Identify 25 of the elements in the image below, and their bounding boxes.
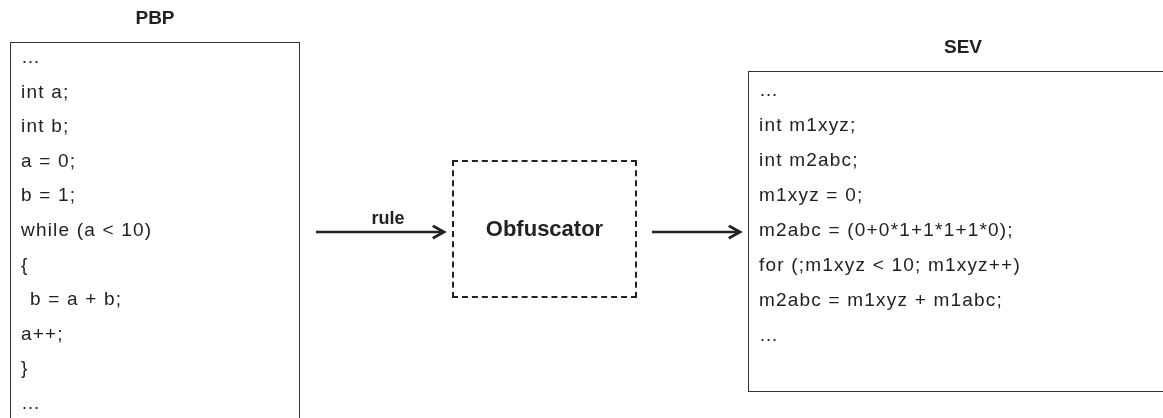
code-line: while (a < 10): [21, 218, 153, 242]
code-line: a = 0;: [21, 148, 77, 173]
code-line: m2abc = m1xyz + m1abc;: [759, 288, 1003, 312]
arrow: [316, 224, 446, 240]
code-line: b = 1;: [21, 183, 77, 208]
code-line: int m1xyz;: [759, 113, 857, 137]
code-line: m2abc = (0+0*1+1*1+1*0);: [759, 218, 1014, 242]
code-line: b = a + b;: [30, 287, 123, 312]
code-line: for (;m1xyz < 10; m1xyz++): [759, 253, 1021, 277]
code-line: int a;: [21, 79, 70, 104]
box-heading: SEV: [943, 36, 983, 58]
box-heading: PBP: [134, 7, 176, 29]
code-line: int m2abc;: [759, 148, 859, 172]
code-line: {: [21, 252, 29, 277]
process-box: [452, 160, 637, 298]
code-line: …: [759, 323, 780, 347]
code-line: …: [759, 78, 780, 102]
arrow: [652, 224, 742, 240]
code-line: …: [21, 45, 42, 69]
code-line: m1xyz = 0;: [759, 183, 864, 207]
code-line: …: [21, 391, 42, 415]
process-label: Obfuscator: [485, 216, 604, 242]
code-line: int b;: [21, 114, 70, 139]
code-line: a++;: [21, 321, 64, 346]
code-line: }: [21, 356, 29, 381]
